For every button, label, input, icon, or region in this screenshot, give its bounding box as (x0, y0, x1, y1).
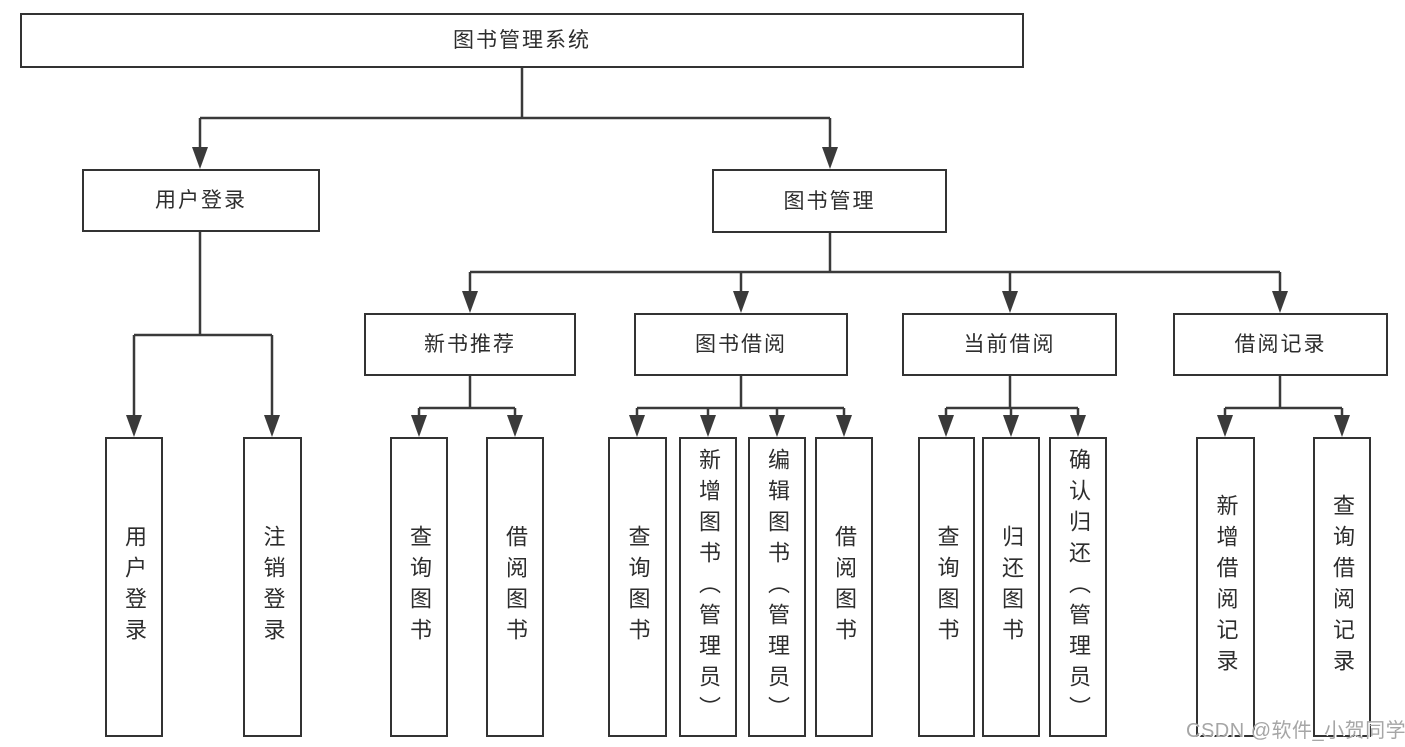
leaf-borrow-borrow-book: 借阅图书 (815, 437, 873, 737)
node-current-borrow: 当前借阅 (902, 313, 1117, 376)
leaf-newrec-query-book: 查询图书 (390, 437, 448, 737)
leaf-borrow-add-book-admin: 新增图书（管理员） (679, 437, 737, 737)
node-new-book-recommend: 新书推荐 (364, 313, 576, 376)
leaf-records-query-record: 查询借阅记录 (1313, 437, 1371, 737)
leaf-current-return-book: 归还图书 (982, 437, 1040, 737)
leaf-user-login: 用户登录 (105, 437, 163, 737)
node-book-management: 图书管理 (712, 169, 947, 233)
node-borrow-records: 借阅记录 (1173, 313, 1388, 376)
node-book-borrow: 图书借阅 (634, 313, 848, 376)
leaf-newrec-borrow-book: 借阅图书 (486, 437, 544, 737)
csdn-watermark: CSDN @软件_小贺同学 (1186, 720, 1405, 742)
leaf-logout: 注销登录 (243, 437, 302, 737)
leaf-records-add-record: 新增借阅记录 (1196, 437, 1255, 737)
node-user-login: 用户登录 (82, 169, 320, 232)
leaf-borrow-query-book: 查询图书 (608, 437, 667, 737)
leaf-current-query-book: 查询图书 (918, 437, 975, 737)
leaf-borrow-edit-book-admin: 编辑图书（管理员） (748, 437, 806, 737)
node-library-management-system: 图书管理系统 (20, 13, 1024, 68)
leaf-current-confirm-return-admin: 确认归还（管理员） (1049, 437, 1107, 737)
